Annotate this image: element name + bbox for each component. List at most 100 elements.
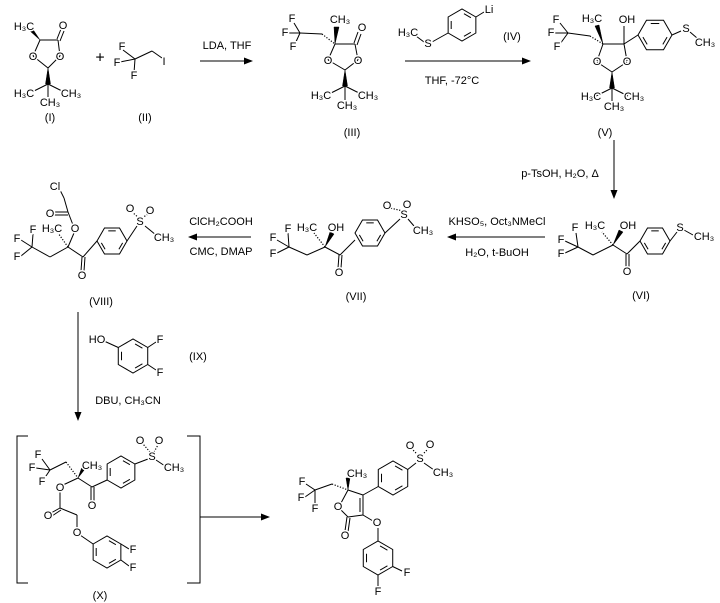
arrow-step4: KHSO₅, Oct₃NMeCl H₂O, t-BuOH <box>447 216 545 259</box>
reagent-label: DBU, CH₃CN <box>95 395 161 407</box>
ring-double-bond <box>643 242 649 250</box>
arrow-step5: ClCH₂COOH CMC, DMAP <box>188 216 253 258</box>
compound-label: (IV) <box>503 31 521 43</box>
atom-label: H₃C <box>398 27 418 39</box>
atom-label: F <box>375 586 382 598</box>
atom-label: CH₃ <box>695 37 715 49</box>
compound-IX: HO F F (IX) <box>87 333 207 381</box>
atom-label: O <box>373 517 382 529</box>
reagent-label: LDA, THF <box>203 40 252 52</box>
reagent-label: THF, -72°C <box>425 75 480 87</box>
atom-label: CH₃ <box>154 232 174 244</box>
atom-label: S <box>424 38 431 50</box>
arrow-step1: LDA, THF <box>200 40 253 65</box>
atom-label: F <box>285 223 292 235</box>
atom-label: O <box>46 208 55 220</box>
atom-label: Cl <box>50 181 60 193</box>
atom-label: F <box>14 251 21 263</box>
atom-label: O <box>59 20 68 32</box>
atom-label: F <box>270 232 277 244</box>
atom-label: O <box>426 439 435 451</box>
ring-double-bond <box>118 242 124 250</box>
arrow-step3: p-TsOH, H₂O, Δ <box>521 140 618 199</box>
atom-label: F <box>282 27 289 39</box>
arrow-step7 <box>200 513 270 521</box>
atom-label: O <box>324 55 333 67</box>
atom-label: F <box>299 476 306 488</box>
benzene-ring <box>92 535 122 569</box>
ring-double-bond <box>134 363 143 369</box>
atom-label: F <box>30 224 37 236</box>
atom-label: O <box>71 223 80 235</box>
atom-label: F <box>130 562 137 574</box>
ring-double-bond <box>108 540 117 546</box>
ring-outline <box>354 219 386 247</box>
atom-label: H₃C <box>297 222 317 234</box>
atom-label: F <box>29 462 36 474</box>
atom-label: CH₃ <box>82 460 102 472</box>
atom-label: CH₃ <box>358 90 378 102</box>
benzene-ring <box>106 455 136 489</box>
atom-label: O <box>403 199 412 211</box>
atom-label: F <box>558 234 565 246</box>
ring-double-bond <box>642 36 648 45</box>
benzene-ring <box>117 338 149 374</box>
atom-label: S <box>682 23 689 35</box>
atom-label: CH₃ <box>433 467 453 479</box>
atom-label: CH₃ <box>40 97 60 109</box>
atom-label: O <box>155 435 164 447</box>
atom-label: S <box>676 222 683 234</box>
atom-label: F <box>270 248 277 260</box>
atom-label: F <box>404 567 411 579</box>
atom-label: CH₃ <box>413 225 433 237</box>
atom-label: O <box>383 200 392 212</box>
atom-label: O <box>406 440 415 452</box>
compound-label: (II) <box>138 112 151 124</box>
atom-label: O <box>335 267 344 279</box>
ring-outline <box>106 455 136 489</box>
benzene-ring <box>354 219 386 247</box>
atom-label: O <box>623 266 632 278</box>
benzene-ring <box>637 19 673 51</box>
left-bracket <box>16 435 28 584</box>
compound-III: F F F CH₃ O O O H₃C CH₃ CH₃ (III) <box>280 12 380 140</box>
atom-label: CH₃ <box>604 101 624 113</box>
atom-label: O <box>88 500 97 512</box>
benzene-ring <box>639 227 671 255</box>
compound-VII: F F F H₃C OH O S O O CH₃ (VII) <box>268 198 435 304</box>
atom-label: I <box>162 56 165 68</box>
atom-label: F <box>114 57 121 69</box>
atom-label: OH <box>619 14 636 26</box>
atom-label: F <box>157 334 164 346</box>
compound-label: (X) <box>93 590 108 602</box>
atom-label: O <box>593 56 602 68</box>
atom-label: CH₃ <box>694 231 714 243</box>
compound-label: (III) <box>344 127 361 139</box>
atom-label: F <box>130 544 137 556</box>
ring-outline <box>639 227 671 255</box>
compound-IV: Li S H₃C (IV) <box>396 3 521 52</box>
ring-double-bond <box>122 478 131 484</box>
atom-label: F <box>35 449 42 461</box>
atom-label: OH <box>620 220 637 232</box>
atom-label: Li <box>485 4 494 16</box>
reagent-label: KHSO₅, Oct₃NMeCl <box>449 216 546 228</box>
ring-double-bond <box>394 465 403 471</box>
atom-label: O <box>29 51 38 63</box>
ring-double-bond <box>134 343 143 349</box>
atom-label: O <box>358 22 367 34</box>
ring-double-bond <box>661 242 667 250</box>
compound-I: H₃C O O O H₃C CH₃ CH₃ (I) <box>12 19 82 125</box>
atom-label: CH₃ <box>624 91 644 103</box>
arrow-step2: THF, -72°C <box>405 57 531 87</box>
ring-outline <box>362 540 394 576</box>
atom-label: CH₃ <box>61 88 81 100</box>
atom-label: H₃C <box>585 220 605 232</box>
plus-sign: + <box>95 50 104 67</box>
ring-double-bond <box>463 13 472 19</box>
reagent-label: ClCH₂COOH <box>189 216 253 228</box>
atom-label: H₃C <box>14 88 34 100</box>
ring-outline <box>447 8 477 42</box>
atom-label: O <box>334 501 343 513</box>
compound-label: (V) <box>598 127 613 139</box>
